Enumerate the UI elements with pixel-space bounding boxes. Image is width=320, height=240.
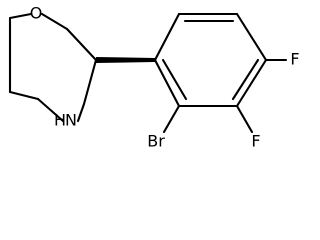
atom-bromine: Br [147, 132, 165, 151]
bond-c4-c5 [8, 90, 40, 101]
bond-ar4-ar5-inner [231, 58, 260, 101]
atom-nitrogen: N [65, 111, 77, 130]
bond-o-c1 [40, 12, 69, 31]
bond-n-c4 [36, 97, 65, 123]
atom-hydrogen: H [54, 111, 66, 130]
bond-c3-c2 [82, 58, 98, 106]
atom-oxygen: O [30, 4, 43, 23]
atom-fluorine-upper: F [290, 50, 299, 69]
bond-ar4-ar5 [235, 58, 268, 108]
bond-ar1-ar2 [153, 12, 181, 62]
wedge-bond [96, 57, 155, 63]
bond-c5-o-top [8, 12, 33, 20]
bond-c1-c3 [65, 27, 98, 62]
atom-fluorine-lower: F [251, 132, 260, 151]
bond-ar6-ar1 [153, 58, 181, 108]
bond-ar6-ar1-inner [161, 58, 188, 101]
bond-ar3-ar4 [235, 12, 268, 62]
bond-c2-n [76, 102, 86, 123]
bond-ar5-f [235, 104, 254, 134]
molecule-structure: O N H F F Br [8, 4, 300, 151]
structure-canvas: O N H F F Br [8, 4, 300, 151]
bond-ar6-br [162, 104, 181, 134]
